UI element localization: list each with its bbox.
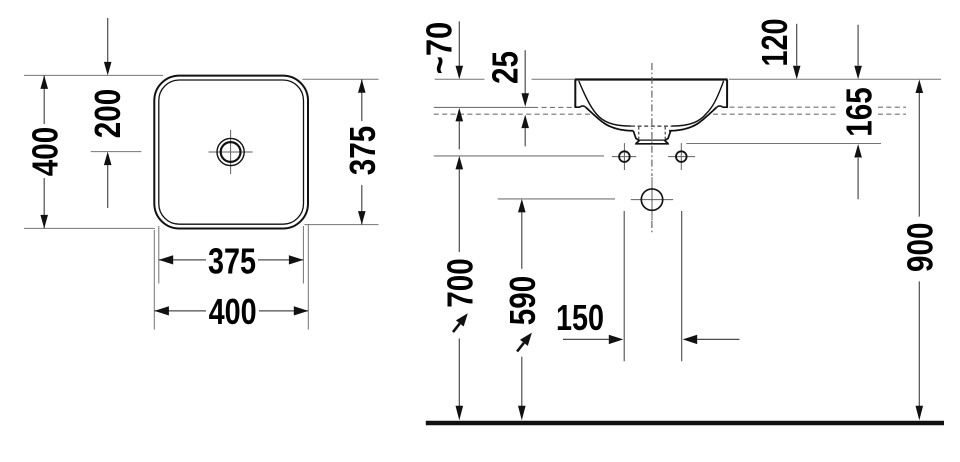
svg-text:120: 120 — [754, 19, 795, 67]
svg-text:~70: ~70 — [418, 22, 459, 75]
svg-text:700: 700 — [440, 258, 481, 308]
svg-text:400: 400 — [209, 291, 257, 332]
svg-text:375: 375 — [342, 126, 383, 176]
svg-text:375: 375 — [208, 241, 256, 282]
svg-text:590: 590 — [502, 276, 543, 326]
svg-text:25: 25 — [484, 51, 525, 84]
svg-text:200: 200 — [87, 89, 128, 139]
svg-text:165: 165 — [838, 87, 879, 137]
svg-text:400: 400 — [25, 127, 66, 177]
svg-text:150: 150 — [556, 297, 604, 338]
svg-text:900: 900 — [900, 223, 941, 272]
